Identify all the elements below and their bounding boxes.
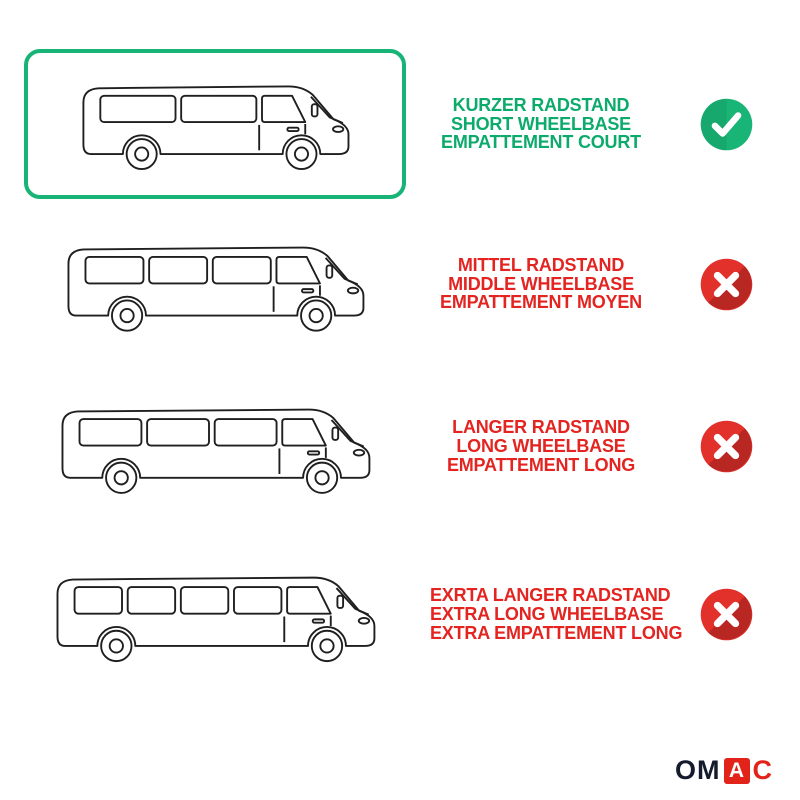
variant-row-middle: MITTEL RADSTAND MIDDLE WHEELBASE EMPATTE… <box>0 224 800 344</box>
check-icon <box>700 98 752 150</box>
variant-row-short: KURZER RADSTAND SHORT WHEELBASE EMPATTEM… <box>0 40 800 208</box>
label-line-fr: EMPATTEMENT MOYEN <box>440 292 642 313</box>
label-line-de: MITTEL RADSTAND <box>457 254 625 275</box>
variant-row-long: LANGER RADSTAND LONG WHEELBASE EMPATTEME… <box>0 384 800 509</box>
cross-icon <box>700 420 752 473</box>
variant-label-short: KURZER RADSTAND SHORT WHEELBASE EMPATTEM… <box>430 94 652 153</box>
van-column <box>0 384 430 509</box>
variant-row-extra-long: EXRTA LANGER RADSTAND EXTRA LONG WHEELBA… <box>0 552 800 677</box>
label-line-en: EXTRA LONG WHEELBASE <box>430 604 664 625</box>
label-line-de: LANGER RADSTAND <box>452 417 630 438</box>
label-line-en: LONG WHEELBASE <box>456 436 626 457</box>
van-illustration-short <box>74 61 356 185</box>
logo-letter-badge: A <box>723 757 750 784</box>
selected-variant-border <box>24 48 406 200</box>
label-line-en: MIDDLE WHEELBASE <box>448 273 634 294</box>
van-column <box>0 48 430 200</box>
van-illustration-middle <box>59 222 371 347</box>
label-line-fr: EMPATTEMENT COURT <box>441 132 641 153</box>
status-column <box>652 257 800 312</box>
status-column <box>652 97 800 152</box>
label-line-de: EXRTA LANGER RADSTAND <box>430 585 671 606</box>
label-line-de: KURZER RADSTAND <box>452 94 630 115</box>
van-illustration-extra-long <box>48 552 382 677</box>
status-column <box>652 419 800 474</box>
van-illustration-long <box>53 384 377 509</box>
label-line-fr: EMPATTEMENT LONG <box>446 454 636 475</box>
brand-logo: OM A C <box>675 757 772 784</box>
logo-text-dark: OM <box>675 755 721 785</box>
variant-label-middle: MITTEL RADSTAND MIDDLE WHEELBASE EMPATTE… <box>430 254 652 313</box>
label-line-en: SHORT WHEELBASE <box>450 113 631 134</box>
logo-text-red: C <box>752 755 773 785</box>
cross-icon <box>700 258 752 310</box>
van-column <box>0 222 430 347</box>
van-column <box>0 552 430 677</box>
status-column <box>652 587 800 642</box>
cross-icon <box>700 588 752 641</box>
label-line-fr: EXTRA EMPATTEMENT LONG <box>430 622 683 643</box>
variant-label-extra-long: EXRTA LANGER RADSTAND EXTRA LONG WHEELBA… <box>430 585 683 643</box>
variant-label-long: LANGER RADSTAND LONG WHEELBASE EMPATTEME… <box>430 418 652 475</box>
